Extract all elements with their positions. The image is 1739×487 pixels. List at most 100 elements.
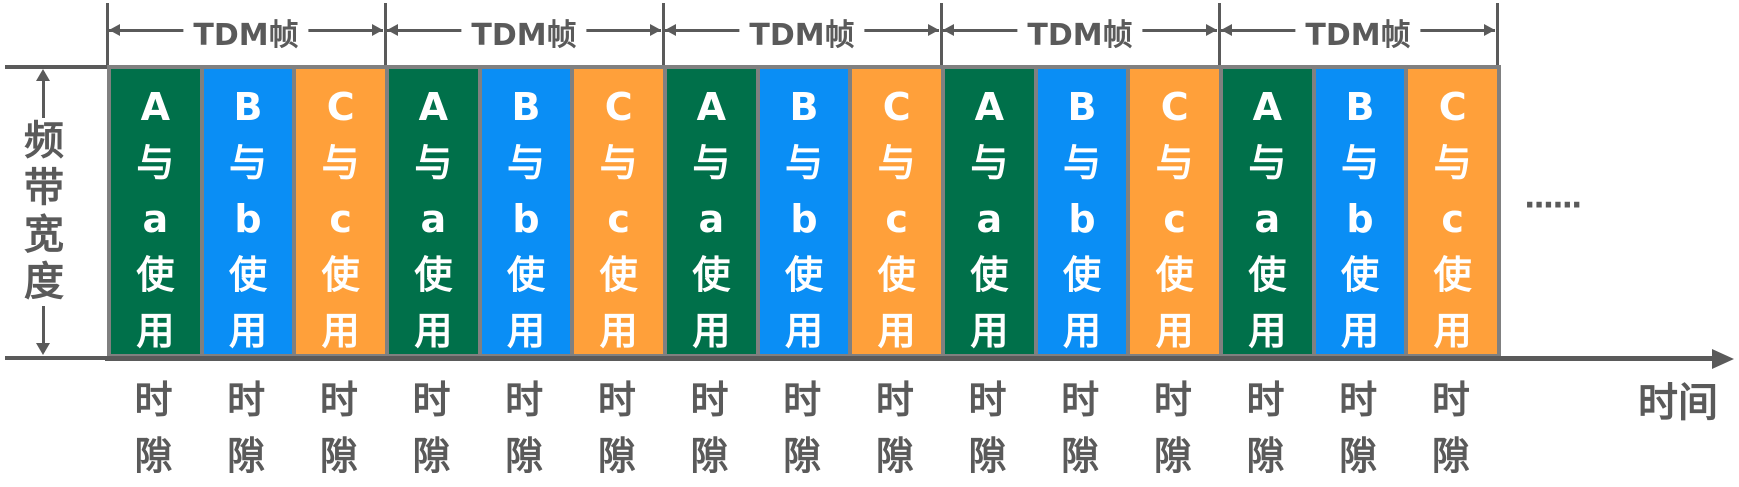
y-axis-label: 频 带 宽 度 <box>20 118 68 306</box>
slot-text: c <box>1163 197 1186 241</box>
arrow-left-icon <box>665 24 676 36</box>
y-axis-char: 宽 <box>24 212 64 258</box>
slot-caption: 时隙 <box>1404 372 1497 484</box>
slot-caption-char: 时 <box>505 378 544 422</box>
slot-caption: 时隙 <box>292 372 385 484</box>
slot-text: 用 <box>877 309 916 353</box>
slot-text: 用 <box>784 309 823 353</box>
slot-text: c <box>885 197 908 241</box>
frame-boundary-tick <box>662 3 665 65</box>
slot-caption-char: 隙 <box>597 434 636 478</box>
frame-boundary-tick <box>940 3 943 65</box>
slot-text: A <box>140 85 171 129</box>
time-axis-line <box>105 356 1720 361</box>
slot-text: 使 <box>136 253 175 297</box>
slot-text: A <box>974 85 1005 129</box>
slot-text: b <box>1068 197 1096 241</box>
slot-caption-char: 隙 <box>319 434 358 478</box>
slot-caption: 时隙 <box>107 372 200 484</box>
slot-text: c <box>607 197 630 241</box>
slot-caption-char: 隙 <box>1061 434 1100 478</box>
slot-text: 使 <box>1155 253 1194 297</box>
slot-text: 使 <box>228 253 267 297</box>
slot-text: 用 <box>1248 309 1287 353</box>
slot-text: B <box>789 85 819 129</box>
slot-text: b <box>790 197 818 241</box>
slot-caption-char: 时 <box>1061 378 1100 422</box>
slot-text: 用 <box>1340 309 1379 353</box>
slot-caption-char: 隙 <box>875 434 914 478</box>
slot-text: 使 <box>692 253 731 297</box>
slot-caption-char: 隙 <box>505 434 544 478</box>
slot-caption-char: 时 <box>1153 378 1192 422</box>
slot-text: 与 <box>1062 141 1101 185</box>
x-axis-label: 时间 <box>1638 380 1718 426</box>
slot-caption-char: 隙 <box>1153 434 1192 478</box>
slot-text: 与 <box>1340 141 1379 185</box>
frame-label: TDM帧 <box>183 10 309 54</box>
slot-caption-char: 时 <box>875 378 914 422</box>
slot-caption-char: 隙 <box>412 434 451 478</box>
slot-text: A <box>1252 85 1283 129</box>
slot-text: 用 <box>1062 309 1101 353</box>
slot-caption-char: 时 <box>690 378 729 422</box>
slot-text: 与 <box>321 141 360 185</box>
time-axis-arrow-icon <box>1712 349 1734 369</box>
slot-text: 使 <box>1062 253 1101 297</box>
slot-text: 使 <box>784 253 823 297</box>
slot-text: 用 <box>136 309 175 353</box>
slot-text: B <box>1345 85 1375 129</box>
arrow-down-icon <box>36 343 50 355</box>
slot-text: 与 <box>599 141 638 185</box>
arrow-left-icon <box>387 24 398 36</box>
frame-label: TDM帧 <box>461 10 587 54</box>
slot-text: C <box>604 85 633 129</box>
slot-text: 与 <box>136 141 175 185</box>
slot-text: C <box>326 85 355 129</box>
slot-caption-char: 隙 <box>134 434 173 478</box>
slot-text: A <box>418 85 449 129</box>
slot-text: A <box>696 85 727 129</box>
slot-caption-char: 隙 <box>690 434 729 478</box>
slot-text: 与 <box>877 141 916 185</box>
slot-text: 与 <box>228 141 267 185</box>
slot-text: B <box>1067 85 1097 129</box>
slot-text: C <box>1438 85 1467 129</box>
slot-caption-char: 时 <box>1339 378 1378 422</box>
arrow-up-icon <box>36 69 50 81</box>
bandwidth-top-line <box>5 65 107 69</box>
slot-text: 使 <box>414 253 453 297</box>
slot-text: 用 <box>1433 309 1472 353</box>
slot-caption: 时隙 <box>570 372 663 484</box>
frame-boundary-tick <box>1496 3 1499 65</box>
slot-caption: 时隙 <box>200 372 293 484</box>
slot-caption: 时隙 <box>941 372 1034 484</box>
arrow-left-icon <box>109 24 120 36</box>
arrow-right-icon <box>928 24 939 36</box>
y-axis-char: 频 <box>24 118 64 164</box>
slot-caption-char: 隙 <box>1339 434 1378 478</box>
arrow-right-icon <box>650 24 661 36</box>
slot-text: 用 <box>599 309 638 353</box>
slot-caption-char: 时 <box>968 378 1007 422</box>
slot-text: 使 <box>506 253 545 297</box>
slot-text: 与 <box>506 141 545 185</box>
slot-caption: 时隙 <box>1312 372 1405 484</box>
slot-text: a <box>1254 197 1281 241</box>
slot-caption-char: 时 <box>783 378 822 422</box>
slot-caption-char: 隙 <box>783 434 822 478</box>
frame-label: TDM帧 <box>1017 10 1143 54</box>
slot-caption-char: 时 <box>134 378 173 422</box>
slot-text: b <box>234 197 262 241</box>
slot-text: 使 <box>877 253 916 297</box>
slot-caption: 时隙 <box>1034 372 1127 484</box>
slot-text: 用 <box>1155 309 1194 353</box>
